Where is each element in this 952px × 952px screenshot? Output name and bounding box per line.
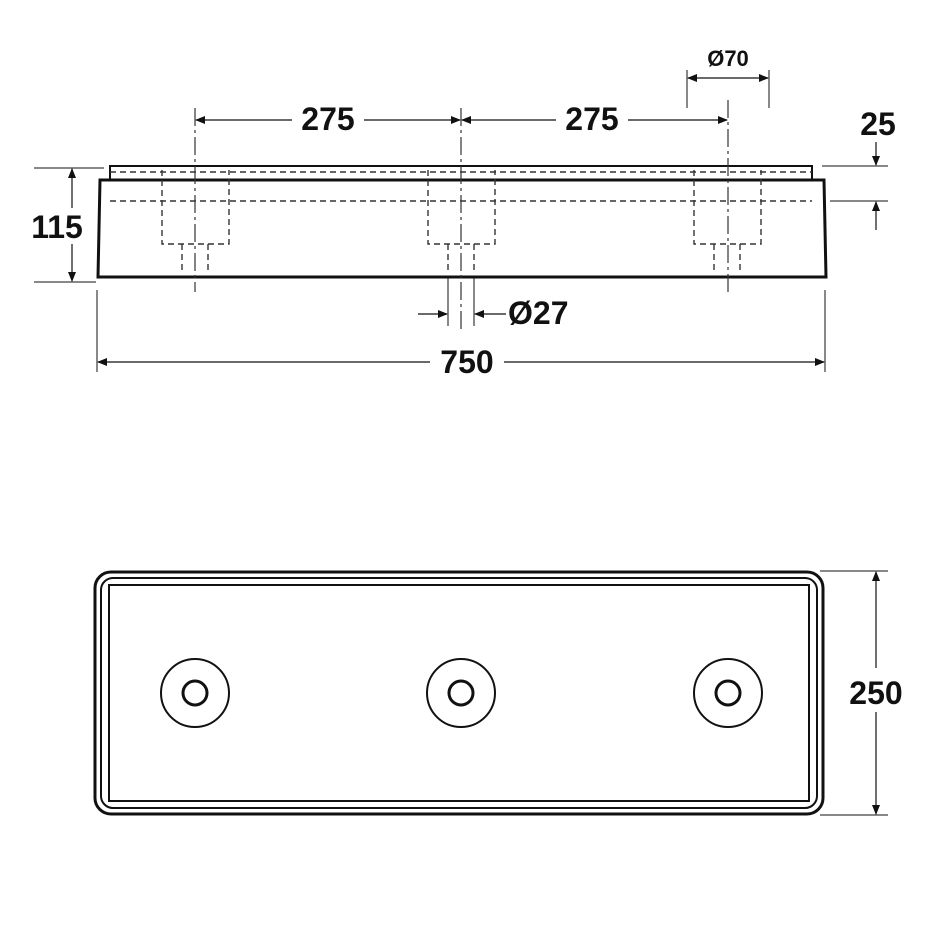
hidden-hole-right xyxy=(693,170,762,272)
top-step-label: 25 xyxy=(860,106,896,142)
width-label: 250 xyxy=(849,675,902,711)
bolt-hole-circle-right xyxy=(714,679,742,707)
bolt-hole-circle-left xyxy=(181,679,209,707)
plan-inner-outline xyxy=(100,577,818,809)
counterbore-circle-left xyxy=(160,658,230,728)
side-elevation-view xyxy=(96,100,828,330)
hidden-hole-left xyxy=(161,170,230,272)
dimension-bolt-hole-diameter: Ø27 xyxy=(418,278,568,331)
spacing-right-label: 275 xyxy=(565,101,618,137)
bolt-hole-circle-center xyxy=(447,679,475,707)
dimension-overall-length: 750 xyxy=(96,290,826,380)
bolt-hole-diameter-label: Ø27 xyxy=(508,295,568,331)
body-outline xyxy=(96,178,828,279)
counterbore-circle-right xyxy=(693,658,763,728)
plan-hole-left xyxy=(160,658,230,728)
counterbore-circle-center xyxy=(426,658,496,728)
plan-hole-right xyxy=(693,658,763,728)
hidden-hole-center xyxy=(427,170,496,272)
dimension-spacing-left: 275 xyxy=(195,101,461,137)
plan-outer-outline xyxy=(93,570,825,816)
dimension-top-step: 25 xyxy=(822,106,896,230)
counterbore-diameter-label: Ø70 xyxy=(707,46,749,71)
plan-recess-outline xyxy=(108,584,810,802)
plan-view xyxy=(93,570,825,816)
overall-length-label: 750 xyxy=(440,344,493,380)
dimension-counterbore-diameter: Ø70 xyxy=(686,42,770,108)
height-label: 115 xyxy=(31,209,83,245)
dimension-height: 115 xyxy=(31,167,104,283)
dimension-spacing-right: 275 xyxy=(461,101,728,137)
dimension-width: 250 xyxy=(820,570,903,816)
spacing-left-label: 275 xyxy=(301,101,354,137)
plan-hole-center xyxy=(426,658,496,728)
